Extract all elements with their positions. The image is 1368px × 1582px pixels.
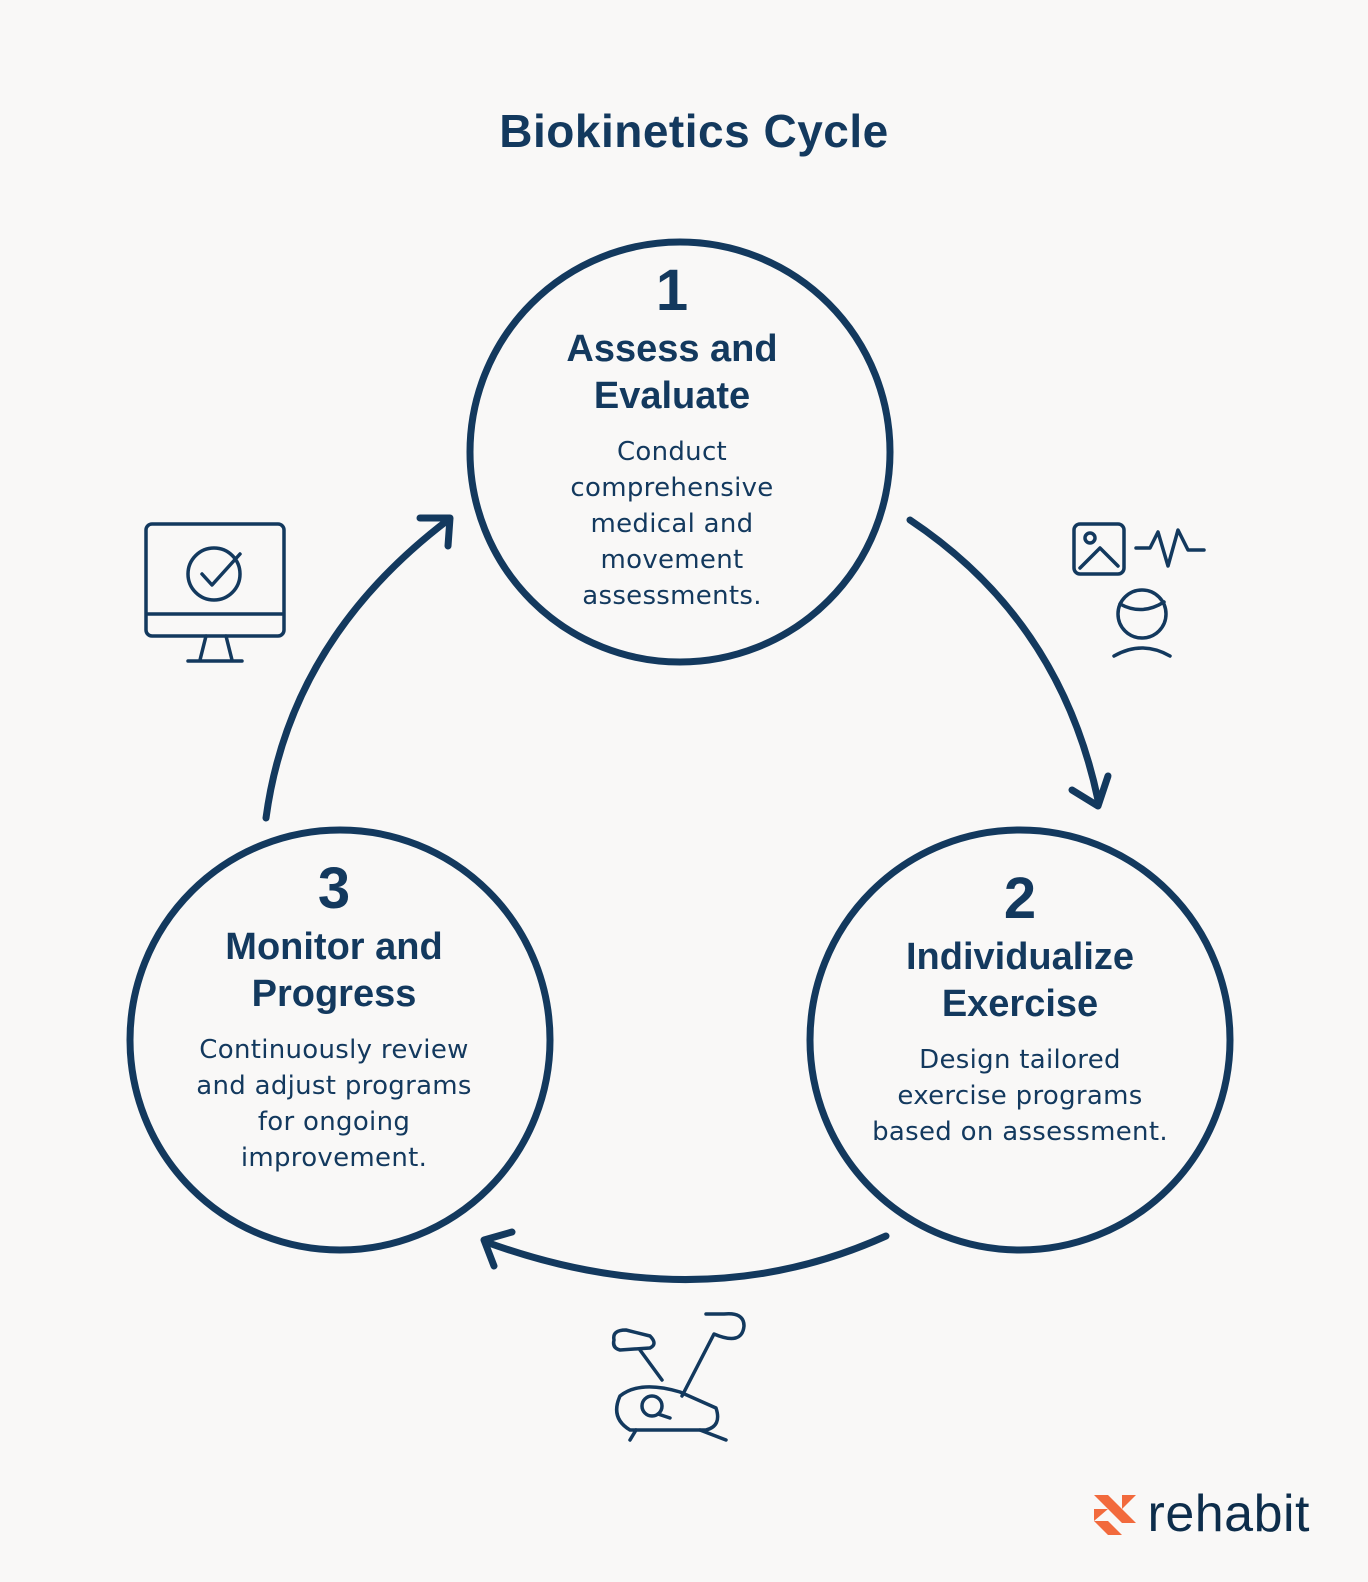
step-2: 2 Individualize Exercise Design tailored… (840, 868, 1200, 1150)
imaging-scan-icon (1072, 522, 1206, 658)
step-1: 1 Assess and Evaluate Conduct comprehens… (492, 260, 852, 614)
step-1-number: 1 (655, 258, 689, 323)
arrow-3-to-1-head (416, 514, 454, 550)
step-2-heading: Individualize Exercise (905, 936, 1135, 1025)
rehabit-logo-icon (1093, 1495, 1136, 1535)
brand-name: rehabit (1147, 1485, 1310, 1543)
step-1-circle (466, 238, 894, 666)
arrow-2-to-3 (482, 1232, 890, 1284)
step-3-number: 3 (317, 856, 351, 921)
arrow-3-to-1 (262, 516, 452, 822)
step-2-description: Design tailored exercise programs based … (872, 1045, 1168, 1147)
arrow-1-to-2-head (1068, 772, 1112, 810)
page-title: Biokinetics Cycle (499, 105, 889, 157)
step-3: 3 Monitor and Progress Continuously revi… (154, 858, 514, 1176)
step-3-heading: Monitor and Progress (225, 926, 443, 1015)
step-1-description: Conduct comprehensive medical and moveme… (570, 437, 774, 611)
step-1-heading: Assess and Evaluate (566, 328, 778, 417)
exercise-bike-icon (611, 1312, 746, 1442)
step-3-circle (126, 826, 554, 1254)
arrow-2-to-3-head (480, 1228, 516, 1270)
step-2-circle (806, 826, 1234, 1254)
monitor-check-icon (144, 522, 286, 663)
step-2-number: 2 (1003, 866, 1037, 931)
step-3-description: Continuously review and adjust programs … (196, 1035, 472, 1173)
arrow-1-to-2 (906, 516, 1102, 804)
brand-logo: rehabit (1092, 1484, 1311, 1544)
